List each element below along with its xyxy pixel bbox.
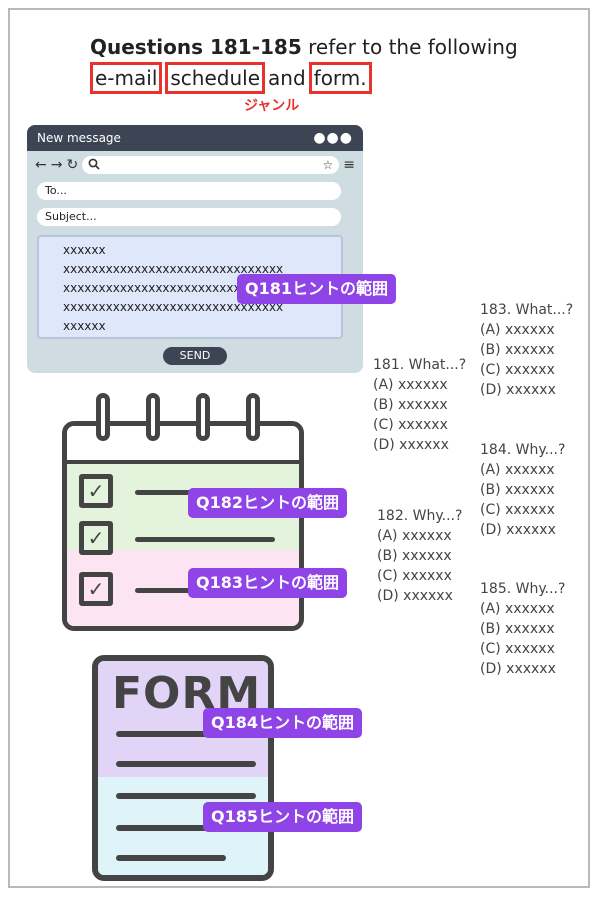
browser-nav: ← → ↻ ☆ ≡ (35, 155, 355, 175)
answer-choice: (B) xxxxxx (480, 621, 555, 637)
hint-q184: Q184ヒントの範囲 (203, 708, 363, 738)
binder-ring-icon (246, 393, 260, 441)
body-line: xxxxxxxxxxxxxxxxxxxxxxxxxxxxxxx (63, 281, 284, 295)
answer-choice: (D) xxxxxx (480, 382, 556, 398)
search-icon (88, 158, 100, 173)
to-field: To... (37, 182, 341, 200)
answer-choice: (D) xxxxxx (373, 437, 449, 453)
question-181: 181. What...? (A) xxxxxx (B) xxxxxx (C) … (373, 355, 466, 455)
answer-choice: (D) xxxxxx (377, 588, 453, 604)
email-title: New message (37, 131, 121, 145)
email-body: xxxxxx xxxxxxxxxxxxxxxxxxxxxxxxxxxxxxx x… (37, 235, 343, 339)
answer-choice: (A) xxxxxx (373, 377, 448, 393)
back-arrow-icon: ← (35, 157, 47, 173)
question-number: 184. Why...? (480, 442, 566, 458)
answer-choice: (A) xxxxxx (377, 528, 452, 544)
email-illustration: New message ●●● ← → ↻ ☆ ≡ To... Subject.… (27, 125, 363, 373)
body-line: xxxxxxxxxxxxxxxxxxxxxxxxxxxxxxx (63, 300, 284, 314)
schedule-board: ✓ ✓ ✓ (62, 421, 304, 631)
answer-choice: (B) xxxxxx (377, 548, 452, 564)
send-button: SEND (163, 347, 227, 365)
answer-choice: (C) xxxxxx (377, 568, 452, 584)
question-number: 181. What...? (373, 357, 467, 373)
hint-q181: Q181ヒントの範囲 (237, 274, 397, 304)
question-range: Questions 181-185 (90, 35, 302, 59)
forward-arrow-icon: → (50, 157, 63, 173)
more-dots-icon: ●●● (313, 130, 353, 146)
question-number: 182. Why...? (377, 508, 463, 524)
heading-text: refer to the following (301, 35, 518, 59)
refresh-icon: ↻ (66, 157, 79, 173)
binder-ring-icon (146, 393, 160, 441)
question-number: 185. Why...? (480, 581, 566, 597)
answer-choice: (B) xxxxxx (480, 482, 555, 498)
hint-q182: Q182ヒントの範囲 (188, 488, 348, 518)
checkbox-icon: ✓ (79, 474, 113, 508)
doc-type-email: e-mail (90, 62, 163, 94)
answer-choice: (C) xxxxxx (480, 641, 555, 657)
genre-label: ジャンル (244, 98, 300, 114)
answer-choice: (B) xxxxxx (373, 397, 448, 413)
star-icon: ☆ (322, 158, 334, 172)
checkbox-icon: ✓ (79, 572, 113, 606)
answer-choice: (B) xxxxxx (480, 342, 555, 358)
answer-choice: (C) xxxxxx (480, 502, 555, 518)
answer-choice: (A) xxxxxx (480, 322, 555, 338)
hint-q185: Q185ヒントの範囲 (203, 802, 363, 832)
email-titlebar: New message ●●● (27, 125, 363, 151)
answer-choice: (C) xxxxxx (480, 362, 555, 378)
answer-choice: (C) xxxxxx (373, 417, 448, 433)
question-heading: Questions 181-185 refer to the following… (90, 32, 518, 94)
checkbox-icon: ✓ (79, 521, 113, 555)
menu-icon: ≡ (343, 157, 355, 173)
answer-choice: (A) xxxxxx (480, 462, 555, 478)
answer-choice: (A) xxxxxx (480, 601, 555, 617)
question-184: 184. Why...? (A) xxxxxx (B) xxxxxx (C) x… (480, 440, 565, 540)
subject-field: Subject... (37, 208, 341, 226)
binder-ring-icon (196, 393, 210, 441)
answer-choice: (D) xxxxxx (480, 661, 556, 677)
body-line: xxxxxxxxxxxxxxxxxxxxxxxxxxxxxxx (63, 262, 284, 276)
body-line: xxxxxx (63, 243, 106, 257)
body-line: xxxxxx (63, 319, 106, 333)
form-illustration: FORM (92, 655, 274, 881)
doc-type-form: form. (308, 62, 372, 94)
question-number: 183. What...? (480, 302, 574, 318)
hint-q183: Q183ヒントの範囲 (188, 568, 348, 598)
heading-and: and (268, 66, 306, 90)
address-bar: ☆ (82, 156, 340, 174)
question-182: 182. Why...? (A) xxxxxx (B) xxxxxx (C) x… (377, 506, 462, 606)
doc-type-schedule: schedule (165, 62, 266, 94)
answer-choice: (D) xxxxxx (480, 522, 556, 538)
question-185: 185. Why...? (A) xxxxxx (B) xxxxxx (C) x… (480, 579, 565, 679)
question-183: 183. What...? (A) xxxxxx (B) xxxxxx (C) … (480, 300, 573, 400)
binder-ring-icon (96, 393, 110, 441)
